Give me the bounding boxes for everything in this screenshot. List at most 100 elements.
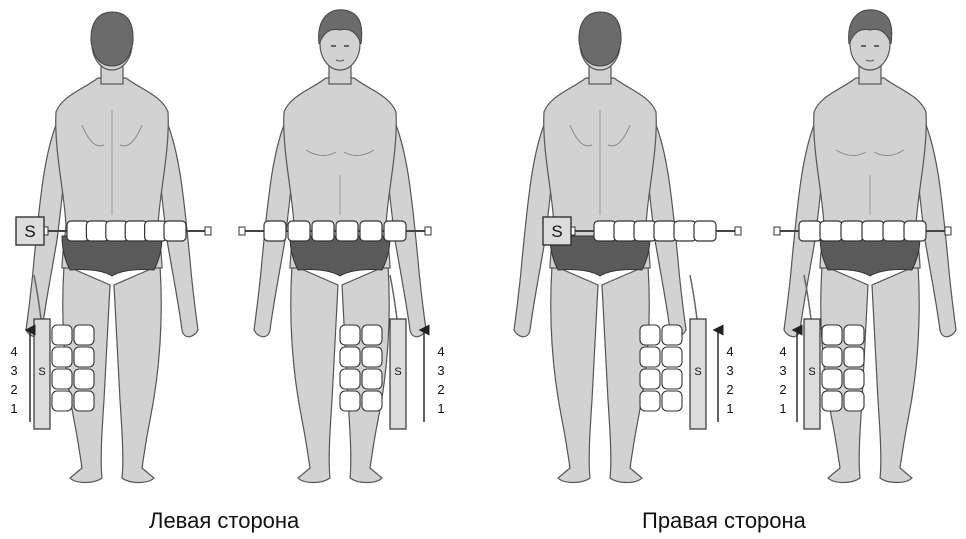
briefs xyxy=(62,236,162,276)
figure-back-left xyxy=(26,12,198,483)
leg-pad xyxy=(640,347,660,367)
leg-pad xyxy=(362,325,382,345)
leg-pad xyxy=(822,391,842,411)
briefs xyxy=(290,236,390,276)
chamber-number: 1 xyxy=(437,401,444,416)
leg-pad xyxy=(52,391,72,411)
chamber-number: 3 xyxy=(437,363,444,378)
leg-pad xyxy=(844,391,864,411)
belt-cuff xyxy=(841,221,863,241)
chamber-number: 4 xyxy=(10,344,17,359)
leg-pad xyxy=(640,369,660,389)
belt-cuff xyxy=(883,221,905,241)
belt-cuff xyxy=(106,221,128,241)
belt-cuff xyxy=(360,221,382,241)
leg-cuff-right-back: S 1 2 3 4 xyxy=(640,275,734,429)
chamber-number: 4 xyxy=(779,344,786,359)
chamber-number: 1 xyxy=(726,401,733,416)
leg-pad xyxy=(640,325,660,345)
belt-cuff xyxy=(336,221,358,241)
left-leg xyxy=(291,265,338,483)
chamber-number: 2 xyxy=(779,382,786,397)
belt-end-cap xyxy=(774,227,780,235)
controller-s-label: S xyxy=(808,366,815,378)
belt-cuff xyxy=(145,221,167,241)
belt-end-cap xyxy=(945,227,951,235)
leg-pad xyxy=(822,369,842,389)
belt-cuff xyxy=(67,221,89,241)
figure-back-right xyxy=(514,12,686,483)
briefs xyxy=(820,236,920,276)
hose xyxy=(390,275,397,319)
leg-pad xyxy=(844,325,864,345)
belt-cuff xyxy=(654,221,676,241)
chamber-number: 2 xyxy=(437,382,444,397)
chamber-number: 3 xyxy=(726,363,733,378)
belt-cuff xyxy=(288,221,310,241)
leg-pad xyxy=(662,325,682,345)
controller-s-label: S xyxy=(694,366,701,378)
belt-cuff xyxy=(614,221,636,241)
leg-pad xyxy=(52,347,72,367)
hair xyxy=(91,12,133,66)
caption-right-side: Правая сторона xyxy=(642,508,806,534)
chamber-number: 1 xyxy=(10,401,17,416)
belt-cuff xyxy=(820,221,842,241)
left-leg xyxy=(551,265,598,483)
belt-s-label: S xyxy=(24,222,35,241)
leg-pad xyxy=(662,347,682,367)
leg-pad xyxy=(52,369,72,389)
belt-cuff xyxy=(904,221,926,241)
belt-end-cap xyxy=(239,227,245,235)
leg-pad xyxy=(822,347,842,367)
chamber-number: 2 xyxy=(10,382,17,397)
leg-pad xyxy=(640,391,660,411)
leg-pad xyxy=(74,391,94,411)
belt-cuff xyxy=(634,221,656,241)
belt-cuff xyxy=(312,221,334,241)
leg-pad xyxy=(74,325,94,345)
leg-pad xyxy=(362,347,382,367)
belt-end-cap xyxy=(205,227,211,235)
controller-s-label: S xyxy=(38,366,45,378)
leg-pad xyxy=(74,347,94,367)
belt-s-label: S xyxy=(551,222,562,241)
belt-cuff xyxy=(86,221,108,241)
belt-cuff xyxy=(799,221,821,241)
leg-pad xyxy=(340,347,360,367)
belt-cuff xyxy=(264,221,286,241)
chamber-number: 4 xyxy=(437,344,444,359)
belt-cuff xyxy=(594,221,616,241)
leg-pad xyxy=(662,369,682,389)
leg-pad xyxy=(822,325,842,345)
chamber-number: 3 xyxy=(779,363,786,378)
belt-end-cap xyxy=(735,227,741,235)
chamber-number: 1 xyxy=(779,401,786,416)
belt-end-cap xyxy=(425,227,431,235)
right-leg xyxy=(872,265,919,483)
chamber-number: 3 xyxy=(10,363,17,378)
controller-s-label: S xyxy=(394,366,401,378)
chamber-number: 2 xyxy=(726,382,733,397)
leg-pad xyxy=(662,391,682,411)
leg-pad xyxy=(74,369,94,389)
chamber-number: 4 xyxy=(726,344,733,359)
right-leg xyxy=(114,265,161,483)
leg-pad xyxy=(340,391,360,411)
belt-cuff xyxy=(384,221,406,241)
waist-belt-right-front xyxy=(774,221,951,241)
caption-left-side: Левая сторона xyxy=(149,508,299,534)
leg-pad xyxy=(844,347,864,367)
leg-pad xyxy=(362,391,382,411)
leg-pad xyxy=(52,325,72,345)
belt-cuff xyxy=(862,221,884,241)
leg-pad xyxy=(340,325,360,345)
belt-cuff xyxy=(694,221,716,241)
leg-pad xyxy=(844,369,864,389)
belt-cuff xyxy=(674,221,696,241)
belt-cuff xyxy=(164,221,186,241)
leg-pad xyxy=(362,369,382,389)
belt-cuff xyxy=(125,221,147,241)
hose xyxy=(690,275,697,319)
